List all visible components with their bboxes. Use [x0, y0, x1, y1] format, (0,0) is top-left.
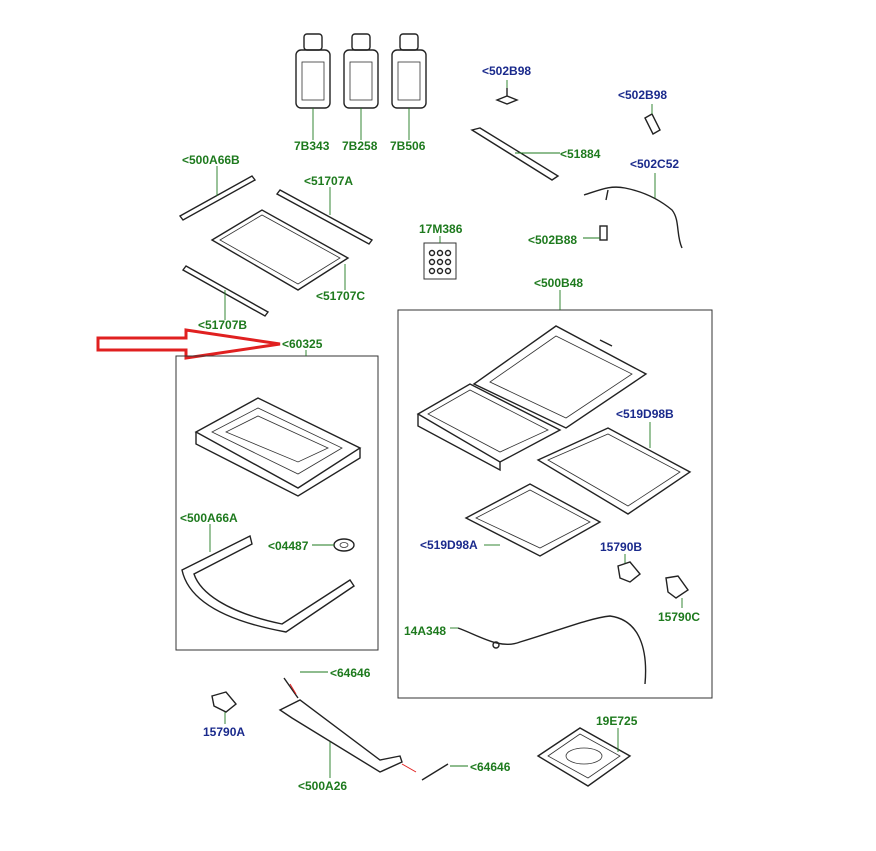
seal-51707a	[275, 187, 374, 245]
bottle-7b258	[343, 33, 379, 140]
kit-19e725	[536, 727, 632, 787]
label-502b98-upper: <502B98	[482, 64, 532, 78]
label-15790b: 15790B	[600, 540, 643, 554]
label-500a66a: <500A66A	[180, 511, 238, 525]
seal-51707b	[181, 265, 270, 320]
group-box-60325	[175, 355, 379, 651]
label-500b48: <500B48	[534, 276, 584, 290]
drain-hose-502c52	[583, 173, 683, 249]
mechanism-500b48	[416, 325, 648, 472]
label-19e725: 19E725	[596, 714, 638, 728]
label-04487: <04487	[268, 539, 309, 553]
label-60325: <60325	[282, 337, 323, 351]
label-500a26: <500A26	[298, 779, 348, 793]
bottle-7b343	[295, 33, 331, 140]
label-502b98-right: <502B98	[618, 88, 668, 102]
label-519d98b: <519D98B	[616, 407, 674, 421]
label-500a66b: <500A66B	[182, 153, 240, 167]
motor-15790b	[617, 554, 641, 583]
clip-502b98-right	[644, 104, 661, 135]
motor-15790a	[211, 691, 237, 724]
label-502b88: <502B88	[528, 233, 578, 247]
group-box-500b48	[397, 309, 713, 699]
frame-60325	[194, 397, 362, 497]
blind-519d98b	[536, 422, 692, 515]
blind-519d98a	[464, 483, 602, 557]
label-64646-lower: <64646	[470, 760, 511, 774]
red-arrow-icon	[96, 328, 281, 360]
label-51884: <51884	[560, 147, 601, 161]
label-51707c: <51707C	[316, 289, 366, 303]
label-64646-upper: <64646	[330, 666, 371, 680]
tube-64646-upper	[283, 671, 328, 699]
clip-502b98-upper	[495, 80, 519, 105]
seal-500a66b	[178, 166, 257, 221]
motor-15790c	[665, 575, 689, 608]
glass-panel-51707c	[210, 209, 350, 291]
screw-502b88	[583, 225, 608, 241]
label-15790a: 15790A	[203, 725, 246, 739]
label-7b258: 7B258	[342, 139, 378, 153]
grommet-04487	[312, 538, 355, 552]
fastener-kit-17m386	[423, 236, 457, 280]
label-519d98a: <519D98A	[420, 538, 478, 552]
label-14a348: 14A348	[404, 624, 447, 638]
deflector-51884	[470, 127, 560, 181]
label-7b506: 7B506	[390, 139, 426, 153]
label-51707b: <51707B	[198, 318, 248, 332]
label-7b343: 7B343	[294, 139, 330, 153]
channel-500a26	[278, 699, 403, 778]
label-15790c: 15790C	[658, 610, 701, 624]
tube-64646-lower	[401, 763, 468, 781]
cable-14a348	[450, 615, 647, 685]
label-17m386: 17M386	[419, 222, 463, 236]
label-51707a: <51707A	[304, 174, 354, 188]
seal-500a66a	[181, 524, 355, 633]
bottle-7b506	[391, 33, 427, 140]
label-502c52: <502C52	[630, 157, 680, 171]
